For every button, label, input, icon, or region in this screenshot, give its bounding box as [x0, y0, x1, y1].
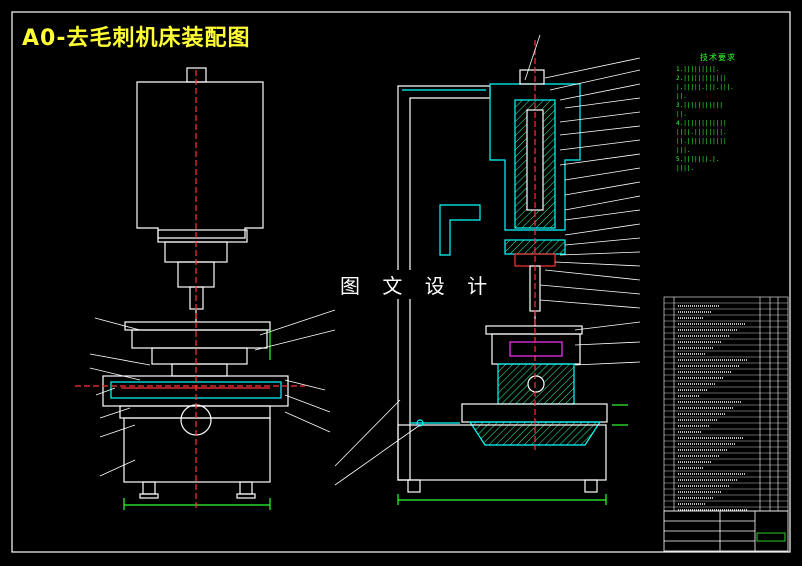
drawing-title: A0-去毛刺机床装配图: [22, 26, 251, 51]
parts-list: [663, 296, 789, 512]
tech-note-line: 5.|||||||.|.: [676, 156, 720, 163]
watermark-text: 图 文 设 计: [338, 270, 498, 299]
title-block: [663, 510, 789, 552]
tech-note-line: ||.|||||||||||: [676, 138, 727, 145]
tech-note-line: ||||.: [676, 165, 695, 172]
drawing-frame: [11, 11, 791, 553]
tech-note-line: 3.|||||||||||: [676, 102, 723, 109]
tech-requirements-title: 技术要求: [700, 53, 736, 62]
tech-note-line: ||.: [676, 111, 687, 118]
tech-note-line: |||.: [676, 147, 691, 154]
section-view: [397, 40, 628, 505]
tech-note-line: ||||.||||||||.: [676, 129, 727, 136]
section-view-leaders: [334, 34, 641, 486]
front-view-leaders: [89, 309, 336, 477]
tech-note-line: ||.: [676, 93, 687, 100]
parts-list-rows: [664, 302, 788, 511]
tech-note-line: 2.||||||||||||: [676, 75, 727, 82]
tech-note-line: 4.||||||||||||: [676, 120, 727, 127]
tech-note-line: |.|||||.|||.|||.: [676, 84, 734, 91]
front-view: [75, 67, 305, 510]
tech-note-line: 1.|||||||||.: [676, 66, 720, 73]
